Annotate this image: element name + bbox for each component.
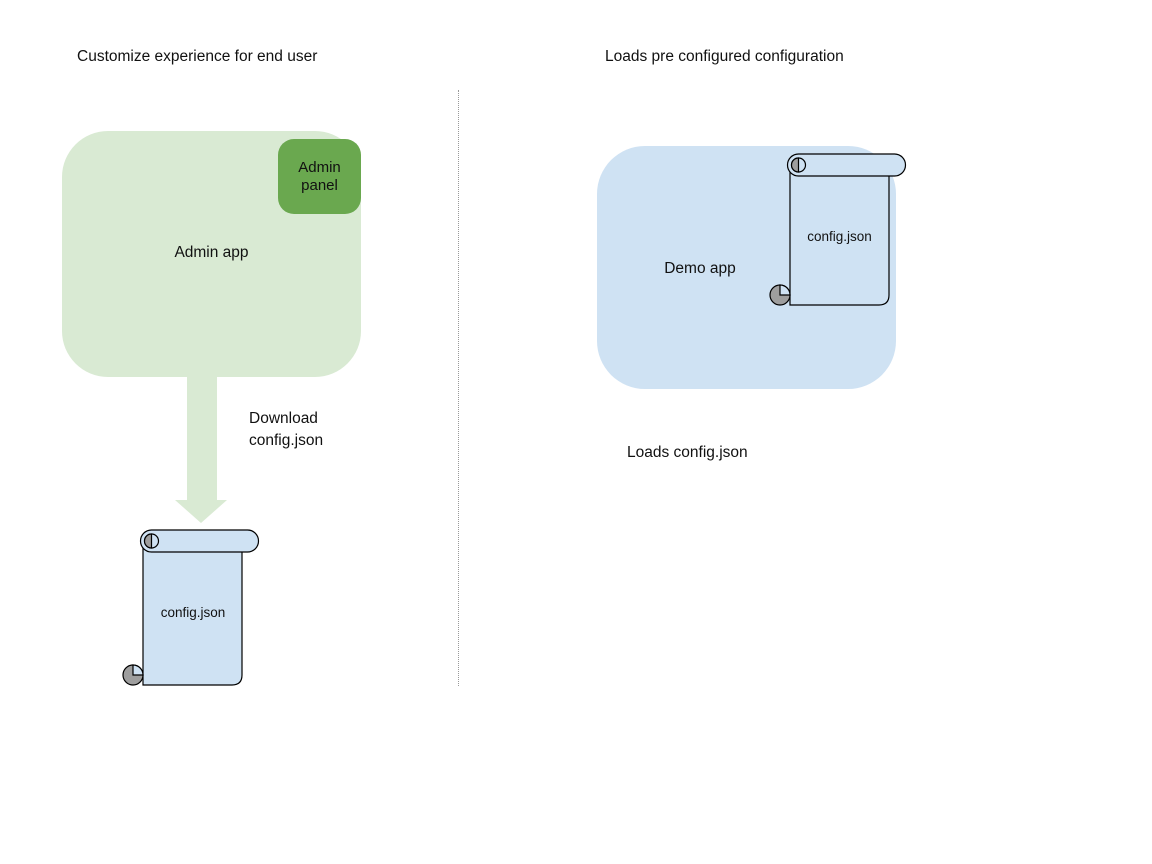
download-arrow-label: Download config.json <box>249 410 324 449</box>
admin-app-label: Admin app <box>174 244 249 261</box>
admin-panel-box: Admin panel <box>278 139 361 214</box>
config-file-label-left: config.json <box>160 605 226 620</box>
section-divider <box>458 90 459 686</box>
right-section-title: Loads pre configured configuration <box>605 48 844 65</box>
demo-app-label: Demo app <box>664 260 736 277</box>
config-scroll-icon <box>769 153 907 306</box>
left-section-title: Customize experience for end user <box>77 48 318 65</box>
down-arrow-icon <box>175 375 227 523</box>
admin-panel-label: Admin panel <box>298 158 341 194</box>
loads-config-caption: Loads config.json <box>627 444 748 461</box>
config-scroll-icon <box>122 529 260 686</box>
config-file-label-right: config.json <box>807 229 872 244</box>
